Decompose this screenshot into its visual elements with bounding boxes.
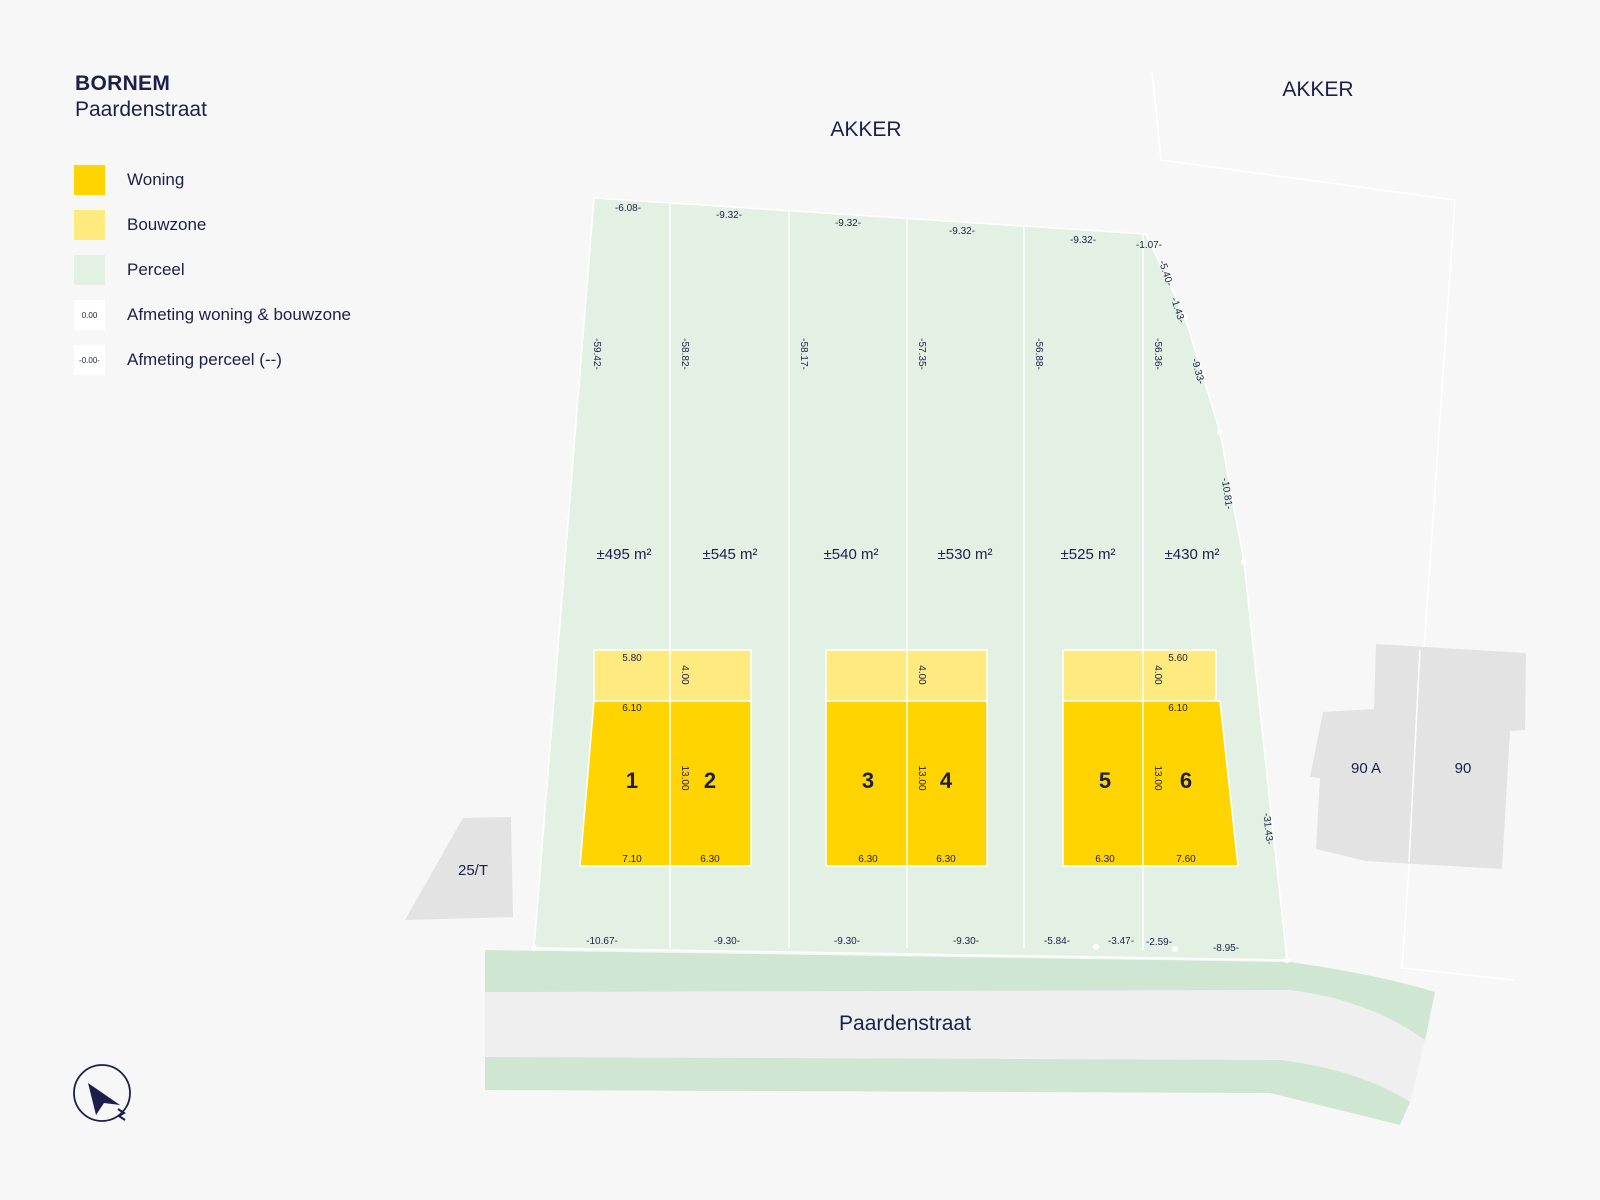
legend-item-woning: Woning <box>74 165 351 195</box>
legend-item-bouwzone: Bouwzone <box>74 210 351 240</box>
house-dims: 5.80 4.00 6.10 13.00 7.10 6.30 4.00 13.0… <box>622 653 1196 865</box>
boundary-marker-dots <box>531 314 1290 963</box>
legend-item-dim-perceel: -0.00- Afmeting perceel (--) <box>74 345 351 375</box>
plot-dims-side: -59.42- -58.82- -58.17- -57.35- -56.88- … <box>591 338 1163 370</box>
legend-label: Afmeting woning & bouwzone <box>127 305 351 324</box>
lot-numbers: 1 2 3 4 5 6 <box>626 768 1192 793</box>
plot-dim: -9.30- <box>834 936 860 947</box>
plot-dim: -8.95- <box>1213 943 1239 954</box>
house-dim: 6.30 <box>858 854 878 865</box>
house-dim: 4.00 <box>1152 665 1163 685</box>
bouwzone-5-6 <box>1062 649 1217 702</box>
field-label-akker: AKKER <box>830 118 901 141</box>
plot-dim: -59.42- <box>591 338 602 370</box>
plot-dim: -10.81- <box>1219 477 1234 510</box>
legend-label: Woning <box>127 170 185 189</box>
plot-dim: -31.43- <box>1260 812 1274 845</box>
house-dim: 4.00 <box>916 665 927 685</box>
plot-dim: -56.36- <box>1152 338 1163 370</box>
plot-dim: -56.88- <box>1033 338 1044 370</box>
legend-swatch-woning <box>74 165 105 195</box>
legend-swatch-dim-woning: 0.00 <box>74 300 105 330</box>
plot-dims-top: -6.08- -9.32- -9.32- -9.32- -9.32- -1.07… <box>615 203 1162 251</box>
lot-number: 5 <box>1099 768 1111 793</box>
lot-area: ±545 m² <box>703 546 758 563</box>
building-90a <box>1310 644 1526 869</box>
plot-dim: -58.82- <box>679 338 690 370</box>
lot-area: ±430 m² <box>1165 546 1220 563</box>
plot-dim: -3.47- <box>1108 936 1134 947</box>
plot-dim: -2.59- <box>1146 937 1172 948</box>
plot-dim: -9.30- <box>953 936 979 947</box>
plot-dim: -5.84- <box>1044 936 1070 947</box>
house-dim: 7.10 <box>622 854 642 865</box>
house-dim: 6.10 <box>622 703 642 714</box>
street-verge-south <box>485 1057 1410 1125</box>
lot-number: 3 <box>862 768 874 793</box>
woning-1-2 <box>579 700 752 867</box>
legend-label: Perceel <box>127 260 185 279</box>
plot-dim: -6.08- <box>615 203 641 214</box>
house-dim: 7.60 <box>1176 854 1196 865</box>
lot-area: ±525 m² <box>1061 546 1116 563</box>
house-dim: 13.00 <box>916 765 927 790</box>
legend-swatch-bouwzone <box>74 210 105 240</box>
lot-area-labels: ±495 m² ±545 m² ±540 m² ±530 m² ±525 m² … <box>597 546 1220 563</box>
plan-header: BORNEM Paardenstraat <box>75 72 207 122</box>
lot-number: 1 <box>626 768 638 793</box>
woning-group <box>579 650 1239 867</box>
lot-area: ±495 m² <box>597 546 652 563</box>
house-dim: 6.30 <box>1095 854 1115 865</box>
building-25t <box>405 817 513 920</box>
plot-dim: -9.32- <box>716 210 742 221</box>
north-arrow-icon <box>73 1064 131 1122</box>
legend-label: Afmeting perceel (--) <box>127 350 282 369</box>
house-dim: 4.00 <box>679 665 690 685</box>
neighbor-label-90: 90 <box>1455 760 1472 777</box>
house-dim: 13.00 <box>679 765 690 790</box>
house-dim: 6.30 <box>700 854 720 865</box>
woning-5-6 <box>1062 700 1239 867</box>
street-subtitle: Paardenstraat <box>75 98 207 121</box>
neighbor-label-25t: 25/T <box>458 862 488 879</box>
field-label-akker-east: AKKER <box>1282 78 1353 101</box>
plot-dim: -9.32- <box>1070 235 1096 246</box>
legend: Woning Bouwzone Perceel 0.00 Afmeting wo… <box>74 165 351 390</box>
legend-label: Bouwzone <box>127 215 207 234</box>
bouwzone-1-2 <box>593 649 752 702</box>
lot-number: 6 <box>1180 768 1192 793</box>
house-dim: 5.80 <box>622 653 642 664</box>
legend-swatch-dim-perceel: -0.00- <box>74 345 105 375</box>
building-divider <box>1408 649 1421 863</box>
road <box>485 990 1425 1102</box>
lot-area: ±540 m² <box>824 546 879 563</box>
lot-area: ±530 m² <box>938 546 993 563</box>
plot-dim: -57.35- <box>916 338 927 370</box>
house-dim: 5.60 <box>1168 653 1188 664</box>
legend-item-dim-woning: 0.00 Afmeting woning & bouwzone <box>74 300 351 330</box>
plot-dims-bottom: -10.67- -9.30- -9.30- -9.30- -5.84- -3.4… <box>586 936 1239 954</box>
house-dim: 6.30 <box>936 854 956 865</box>
legend-swatch-perceel <box>74 255 105 285</box>
street-label: Paardenstraat <box>839 1012 971 1035</box>
plot-dim: -9.30- <box>714 936 740 947</box>
plot-dim: -10.67- <box>586 936 618 947</box>
neighbor-label-90a: 90 A <box>1351 760 1381 777</box>
legend-item-perceel: Perceel <box>74 255 351 285</box>
plot-dim: -9.32- <box>835 218 861 229</box>
city-title: BORNEM <box>75 72 171 95</box>
lot-number: 4 <box>940 768 953 793</box>
house-dim: 6.10 <box>1168 703 1188 714</box>
plot-dim: -1.07- <box>1136 240 1162 251</box>
plot-dim: -9.32- <box>949 226 975 237</box>
plot-dim: -58.17- <box>798 338 809 370</box>
lot-number: 2 <box>704 768 716 793</box>
house-dim: 13.00 <box>1152 765 1163 790</box>
field-boundary <box>1151 71 1516 981</box>
